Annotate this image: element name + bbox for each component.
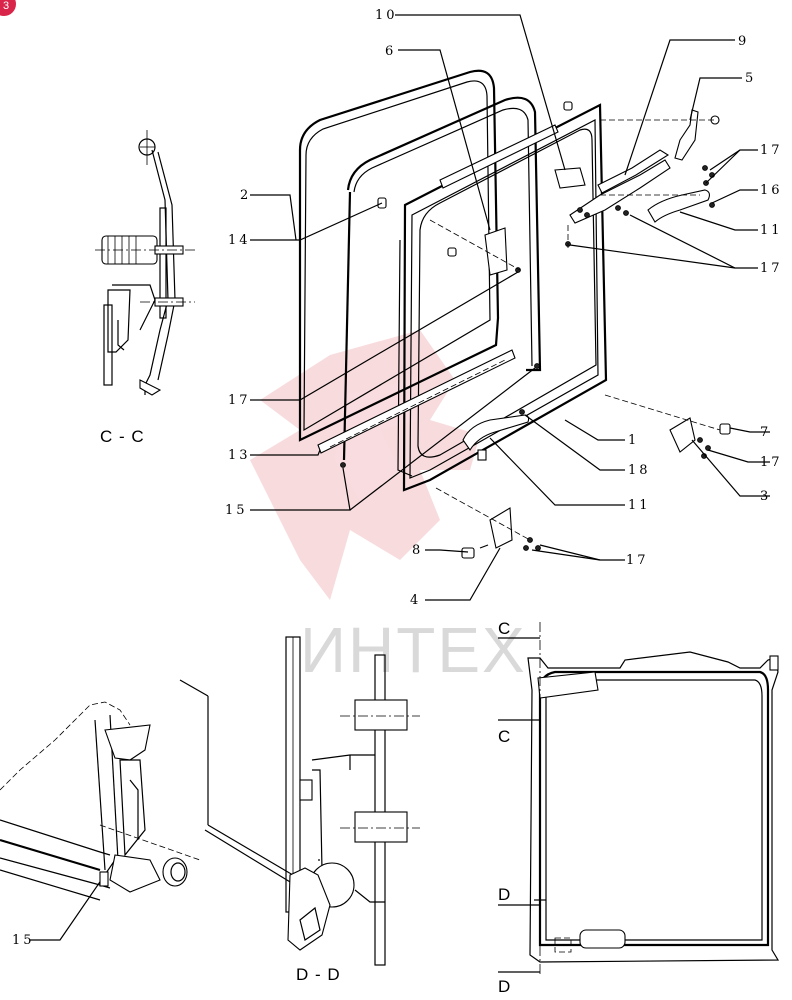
callout-17-b: 17 <box>760 261 783 276</box>
callout-17-e: 17 <box>626 553 649 568</box>
section-dd-label: D - D <box>296 965 341 984</box>
section-mark-c-bottom: C <box>498 727 510 746</box>
section-mark-c-top: C <box>498 619 510 638</box>
callout-3: 3 <box>760 489 771 504</box>
page-badge: 3 <box>0 0 16 16</box>
callout-16: 16 <box>760 183 783 198</box>
callout-4: 4 <box>410 593 421 608</box>
section-cc-drawing <box>95 130 195 396</box>
callout-13: 13 <box>228 448 251 463</box>
callout-18: 18 <box>628 463 651 478</box>
callout-6: 6 <box>385 44 396 59</box>
callout-1: 1 <box>628 433 639 448</box>
section-mark-d-bottom: D <box>498 977 510 996</box>
hinge-brackets <box>479 109 699 549</box>
callout-5: 5 <box>745 71 756 86</box>
callout-11-b: 11 <box>628 498 651 513</box>
callout-7: 7 <box>760 425 771 440</box>
section-dd-drawing <box>285 636 420 966</box>
callout-9: 9 <box>738 34 749 49</box>
leader-lines <box>30 14 770 941</box>
callout-numbers: 10 6 9 5 17 16 11 17 2 14 17 13 15 1 18 … <box>12 8 783 948</box>
section-cc-label: C - C <box>100 427 145 446</box>
section-mark-d-top: D <box>498 885 510 904</box>
glass-pane <box>298 69 500 442</box>
callout-17-d: 17 <box>760 455 783 470</box>
callout-10: 10 <box>375 8 398 23</box>
callout-2: 2 <box>240 188 251 203</box>
upper-handle <box>647 189 711 223</box>
callout-8: 8 <box>412 543 423 558</box>
seal-strip <box>342 96 542 461</box>
callout-15-b: 15 <box>12 933 35 948</box>
callout-11-a: 11 <box>760 223 783 238</box>
assembly-lines <box>429 119 721 541</box>
seal-detail-perspective <box>0 679 301 901</box>
frame-front-view <box>498 622 780 975</box>
callout-15-a: 15 <box>225 503 248 518</box>
callout-17-c: 17 <box>228 393 251 408</box>
watermark-text: ИНТЕХ <box>300 614 527 686</box>
callout-17-a: 17 <box>760 143 783 158</box>
callout-14: 14 <box>228 233 251 248</box>
svg-text:3: 3 <box>3 0 9 12</box>
